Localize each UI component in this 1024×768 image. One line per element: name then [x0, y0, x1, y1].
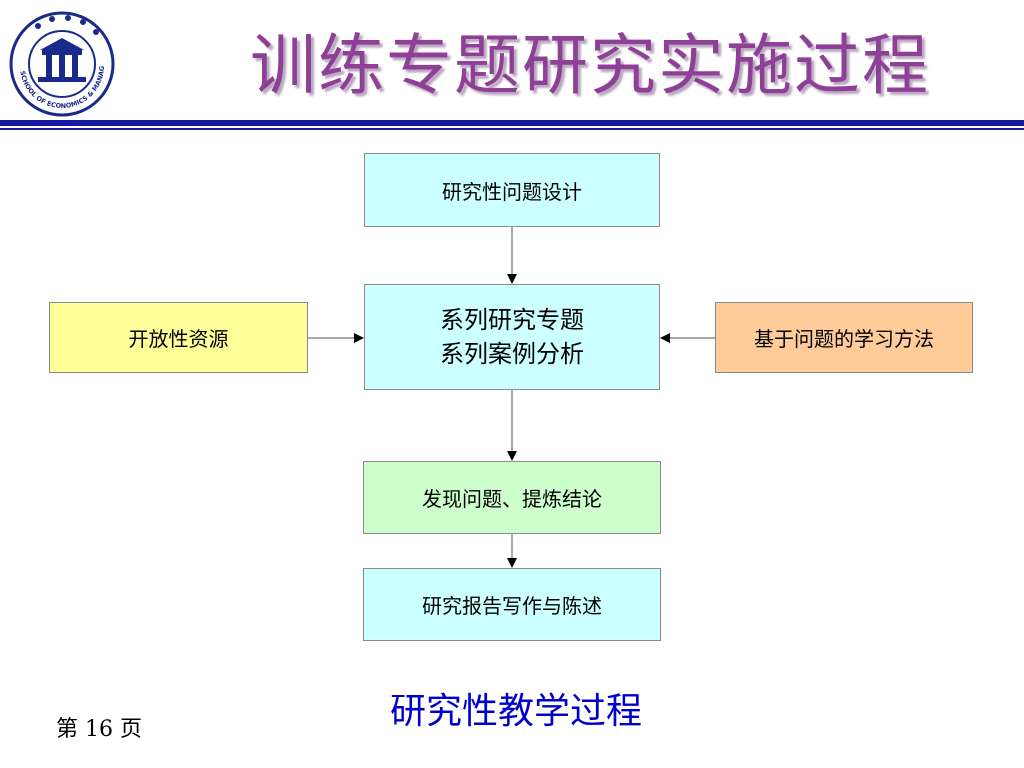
node-research-question-design: 研究性问题设计 [364, 153, 660, 227]
slide-title: 训练专题研究实施过程 [250, 27, 930, 104]
node-research-topics-cases: 系列研究专题 系列案例分析 [364, 284, 660, 390]
node-report-writing: 研究报告写作与陈述 [363, 568, 661, 641]
page-number: 第 16 页 [56, 717, 142, 742]
diagram-caption: 研究性教学过程 [390, 691, 643, 732]
node-discover-conclude: 发现问题、提炼结论 [363, 461, 661, 534]
node-open-resources-label: 开放性资源 [128, 327, 229, 351]
node-open-resources: 开放性资源 [49, 302, 308, 373]
node-report-writing-label: 研究报告写作与陈述 [422, 594, 602, 618]
node-research-topics-label: 系列研究专题 [440, 306, 584, 334]
header-rule-thin [0, 128, 1024, 130]
node-case-analysis-label: 系列案例分析 [440, 340, 584, 368]
school-seal-icon: SCHOOL OF ECONOMICS & MANAGEMENT SJTU [8, 10, 115, 117]
node-problem-based-learning-label: 基于问题的学习方法 [754, 327, 934, 351]
node-research-question-design-label: 研究性问题设计 [442, 179, 582, 204]
node-problem-based-learning: 基于问题的学习方法 [715, 302, 973, 373]
node-discover-conclude-label: 发现问题、提炼结论 [422, 487, 602, 511]
header-rule-thick [0, 120, 1024, 126]
